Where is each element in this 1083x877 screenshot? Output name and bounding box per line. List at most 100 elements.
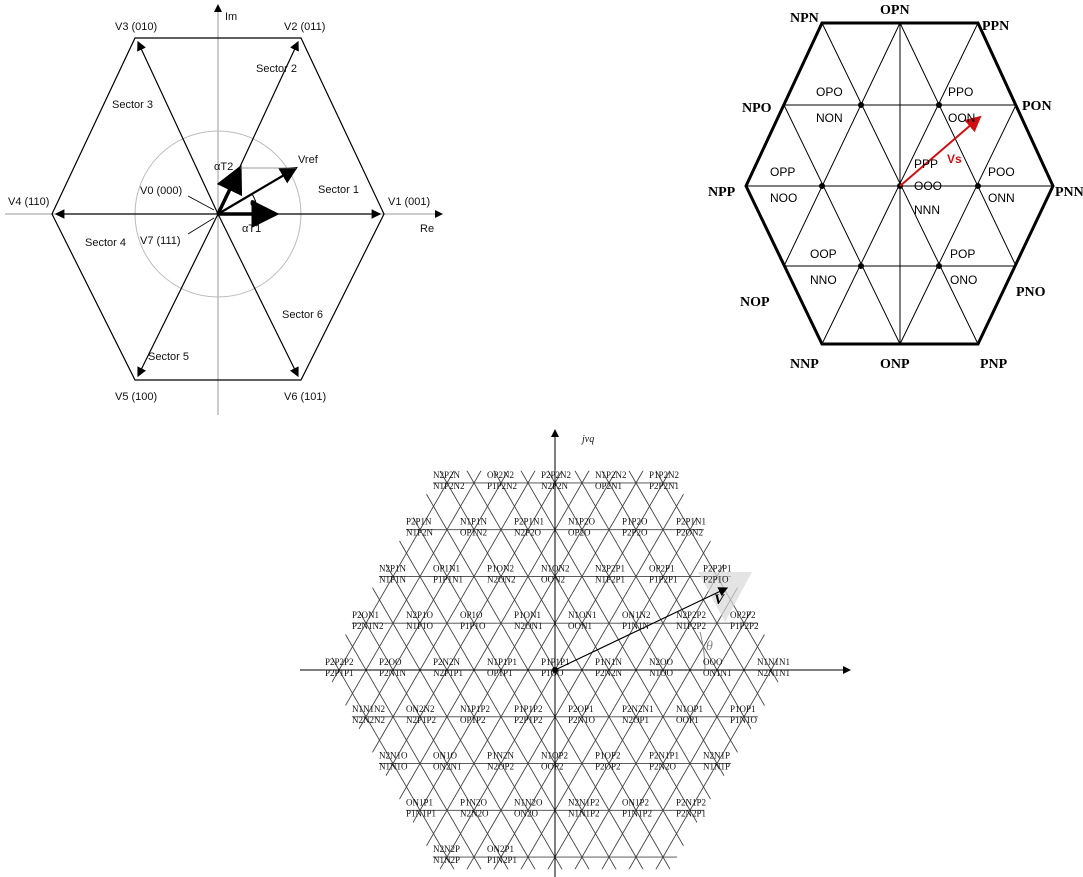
vector-state-label: P1N1P1	[406, 808, 436, 818]
vector-state-label: OP1O	[460, 610, 483, 620]
vector-state-label: P1P2P2	[730, 621, 759, 631]
vector-state-label: N2P1N	[379, 564, 407, 574]
vector-state-label: P2P2P2	[325, 657, 354, 667]
vector-state-label: P2ON2	[676, 528, 703, 538]
vector-state-label: P2P1N1	[676, 517, 706, 527]
vector-state-label: ON1N2	[622, 610, 651, 620]
vector-state-label: N1OP1	[676, 704, 703, 714]
poo-label: POO	[988, 165, 1015, 179]
vector-state-label: N2P2N	[433, 470, 461, 480]
nno-label: NNO	[810, 273, 837, 287]
vector-state-label: P2P2N2	[541, 470, 571, 480]
alpha-arc	[251, 193, 259, 215]
vector-state-label: N1ON1	[568, 610, 597, 620]
vector-state-label: P2P2P1	[703, 564, 732, 574]
ppo-label: PPO	[948, 85, 973, 99]
noo-label: NOO	[770, 191, 797, 205]
vector-state-label: N2P2P1	[595, 564, 625, 574]
pon-label: PON	[1022, 99, 1052, 114]
vref-label: Vref	[298, 154, 319, 166]
at2-label: αT2	[214, 161, 233, 173]
sector-6-label: Sector 6	[282, 309, 323, 321]
vector-state-label: N2OP2	[487, 762, 514, 772]
vector-state-label: ON2N2	[406, 704, 435, 714]
vector-state-label: P2N2O	[649, 762, 677, 772]
vector-state-label: P1P2O	[622, 517, 648, 527]
npn-label: NPN	[790, 11, 819, 26]
theta-arc	[699, 631, 706, 671]
vector-state-label: N1N2P	[433, 855, 460, 865]
vector-state-label: OP2N2	[487, 470, 514, 480]
vector-state-label: N2ON1	[514, 621, 543, 631]
vector-state-label: ON2O	[514, 808, 538, 818]
vector-state-label: OP1P1	[487, 668, 513, 678]
vector-state-label: N1P1P1	[487, 657, 517, 667]
vector-state-label: ON2P1	[487, 844, 514, 854]
vector-state-label: P1P2N2	[487, 481, 517, 491]
nnp-label: NNP	[790, 357, 819, 372]
vector-state-label: N2N2N2	[352, 715, 385, 725]
vector-state-label: N2N1P	[703, 751, 730, 761]
vector-state-label: P2N1N	[379, 668, 407, 678]
nop-label: NOP	[740, 295, 770, 310]
vector-state-label: P1P1O	[460, 621, 486, 631]
v0-pointer	[187, 195, 215, 211]
vector-state-label: N2P1P2	[406, 715, 436, 725]
vector-state-label: OON2	[541, 575, 565, 585]
vector-state-label: N2P1P1	[433, 668, 463, 678]
onn-label: ONN	[988, 191, 1015, 205]
vector-state-label: P2N2N	[595, 668, 623, 678]
vector-state-label: P1ON2	[487, 564, 514, 574]
oop-label: OOP	[810, 247, 837, 261]
vector-state-label: N2OP1	[622, 715, 649, 725]
vector-state-label: N1P2N2	[595, 470, 627, 480]
vector-state-label: P1N1P2	[622, 808, 652, 818]
v6-label: V6 (101)	[284, 391, 326, 403]
ooo-label: OOO	[914, 179, 942, 193]
vector-state-label: N2ON2	[487, 575, 516, 585]
sector-5-label: Sector 5	[148, 351, 189, 363]
vector-state-label: N1N1O	[379, 762, 408, 772]
vector-state-label: OP2O	[568, 528, 591, 538]
vector-state-label: N1P1N	[379, 575, 407, 585]
at1-label: αT1	[242, 223, 261, 235]
alpha-label: α	[250, 197, 257, 209]
vector-state-label: P1P1P2	[514, 704, 543, 714]
vector-state-label: N1P2P1	[595, 575, 625, 585]
vector-state-label: OON1	[568, 621, 592, 631]
vector-state-label: P1OO	[541, 668, 564, 678]
im-label: Im	[225, 11, 237, 23]
vector-state-label: P2N1O	[568, 715, 596, 725]
vector-state-label: N1N1N1	[757, 657, 790, 667]
vector-state-label: P2P2O	[622, 528, 648, 538]
vector-state-label: N1P2P2	[676, 621, 706, 631]
vector-state-label: P2N2N1	[622, 704, 654, 714]
vector-state-label: OP2P2	[730, 610, 756, 620]
vector-state-label: N1N1P2	[568, 808, 600, 818]
ppp-label: PPP	[914, 157, 938, 171]
vs-label: Vs	[947, 152, 962, 166]
vector-state-label: P2P2N1	[649, 481, 679, 491]
vector-state-label: OOP2	[541, 762, 564, 772]
vector-state-label: P2OP1	[568, 704, 594, 714]
vector-state-label: P2N2P1	[676, 808, 706, 818]
pno-label: PNO	[1016, 285, 1046, 300]
nnn-label: NNN	[914, 203, 940, 217]
sector-4-label: Sector 4	[85, 237, 126, 249]
v7-pointer	[187, 217, 215, 235]
vector-state-label: OP1P2	[460, 715, 486, 725]
vector-state-label: P1P2P1	[649, 575, 678, 585]
vector-state-label: P2N2N	[433, 657, 461, 667]
vector-state-label: N2P1O	[406, 610, 434, 620]
vector-state-label: N2N1P2	[568, 797, 600, 807]
vector-state-label: N1P1N	[460, 517, 488, 527]
vector-state-label: N2N1N1	[757, 668, 790, 678]
vector-state-label: OP1N2	[460, 528, 487, 538]
npo-label: NPO	[742, 101, 772, 116]
v3-label: V3 (010)	[115, 21, 157, 33]
vector-state-label: N1P1O	[406, 621, 434, 631]
at2-vector	[216, 164, 243, 215]
v-label: V	[714, 592, 726, 608]
vs-vector	[899, 115, 982, 187]
vector-state-label: P1P1P1	[541, 657, 570, 667]
